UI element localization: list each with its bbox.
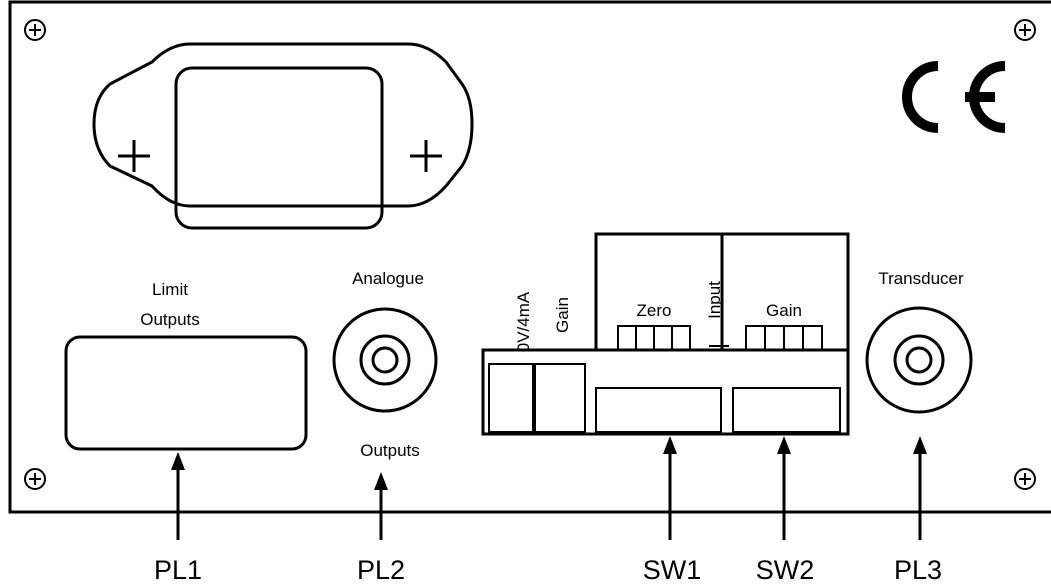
inlet-screw-left [118, 140, 150, 172]
arrow-pl1 [171, 452, 185, 540]
input-label: Input [705, 281, 724, 319]
corner-screw-bottom-right [1014, 468, 1036, 490]
transducer-connector [865, 306, 973, 414]
inlet-screw-right [410, 140, 442, 172]
callout-sw1: SW1 [643, 555, 702, 585]
switch-block [481, 232, 850, 436]
zero-4ma-label: 0V/4mA [514, 291, 533, 352]
corner-screw-top-right [1014, 19, 1036, 41]
analogue-outputs-label: Outputs [360, 441, 420, 460]
arrow-sw1 [663, 436, 677, 540]
limit-label: Limit [152, 280, 188, 299]
callout-pl3: PL3 [894, 555, 942, 585]
corner-screw-top-left [24, 19, 46, 41]
arrow-pl3 [913, 436, 927, 540]
arrow-pl2 [374, 472, 388, 540]
analogue-outputs-connector [332, 307, 438, 413]
power-inlet [92, 42, 474, 230]
panel-outline [8, 0, 1051, 514]
gain-vertical-label: Gain [553, 297, 572, 333]
analogue-label: Analogue [352, 269, 424, 288]
zero-label: Zero [637, 301, 672, 320]
callout-pl1: PL1 [154, 555, 202, 585]
gain-dip-switch [745, 325, 823, 351]
arrow-sw2 [777, 436, 791, 540]
transducer-label: Transducer [878, 269, 964, 288]
limit-outputs-connector [64, 335, 308, 451]
zero-panel [594, 232, 724, 352]
corner-screw-bottom-left [24, 468, 46, 490]
callout-sw2: SW2 [756, 555, 815, 585]
callout-pl2: PL2 [357, 555, 405, 585]
limit-outputs-label: Outputs [140, 310, 200, 329]
gain-label: Gain [766, 301, 802, 320]
sw1-body [595, 387, 722, 433]
sw2-body [732, 387, 841, 433]
gain-switch [534, 363, 586, 433]
ce-logo [902, 61, 1006, 133]
zero-4ma-switch [488, 363, 534, 433]
zero-dip-switch [617, 325, 691, 351]
